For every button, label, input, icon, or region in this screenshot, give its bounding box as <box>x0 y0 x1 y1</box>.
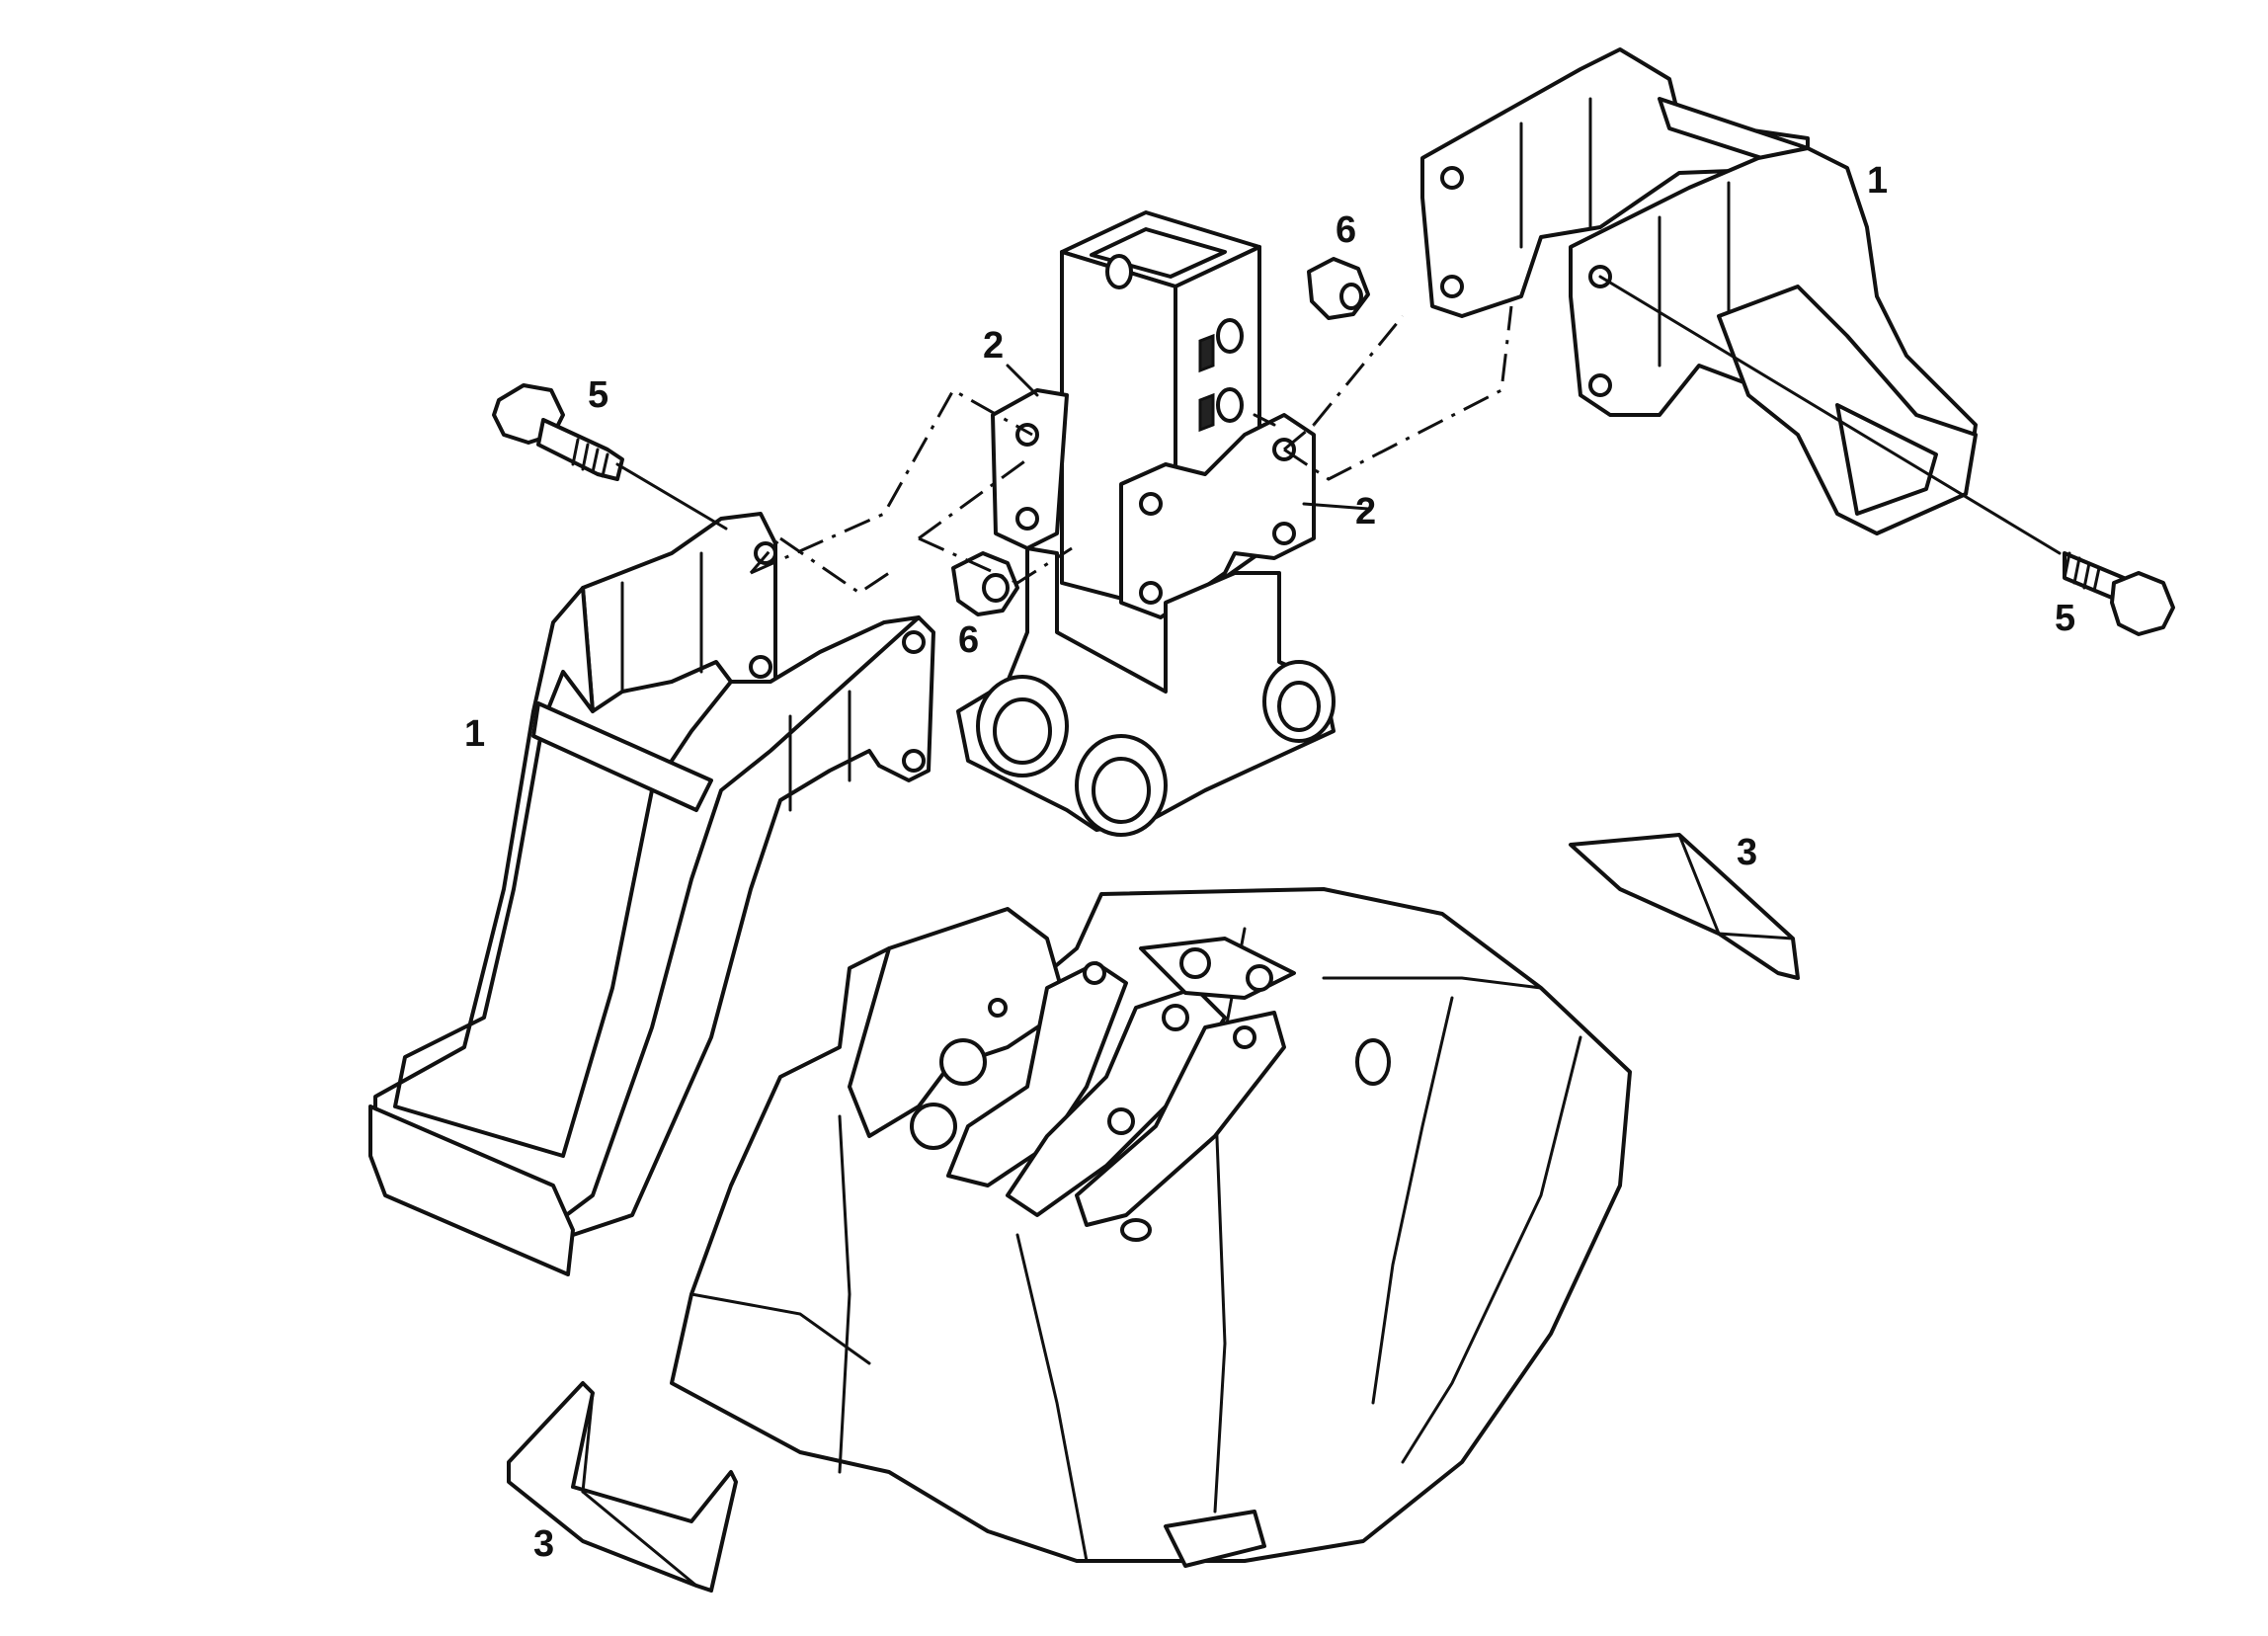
label-bracket-right: 1 <box>1867 160 1888 202</box>
nut-bottom <box>951 551 1019 616</box>
label-wedge-left: 3 <box>533 1523 554 1565</box>
nut-top <box>1307 257 1370 320</box>
wedge-left <box>507 1381 738 1593</box>
center-mount <box>956 210 1336 837</box>
label-nut-top: 6 <box>1336 209 1356 251</box>
label-wedge-right: 3 <box>1737 832 1757 873</box>
label-nut-bottom: 6 <box>958 619 979 661</box>
bracket-right <box>1420 47 1978 535</box>
label-bolt-right: 5 <box>2055 598 2075 639</box>
label-plate-left: 2 <box>983 325 1004 367</box>
label-bracket-left: 1 <box>464 713 485 755</box>
bolt-left <box>492 383 624 481</box>
assembly-lines <box>615 275 2062 595</box>
bucket <box>670 887 1632 1568</box>
bracket-left <box>368 512 935 1276</box>
label-plate-right: 2 <box>1355 491 1376 532</box>
wedge-right <box>1569 833 1800 980</box>
part-labels: 1 1 2 2 3 3 5 5 6 6 <box>464 160 2075 1565</box>
label-bolt-left: 5 <box>588 374 608 416</box>
bolt-right <box>2063 551 2175 636</box>
